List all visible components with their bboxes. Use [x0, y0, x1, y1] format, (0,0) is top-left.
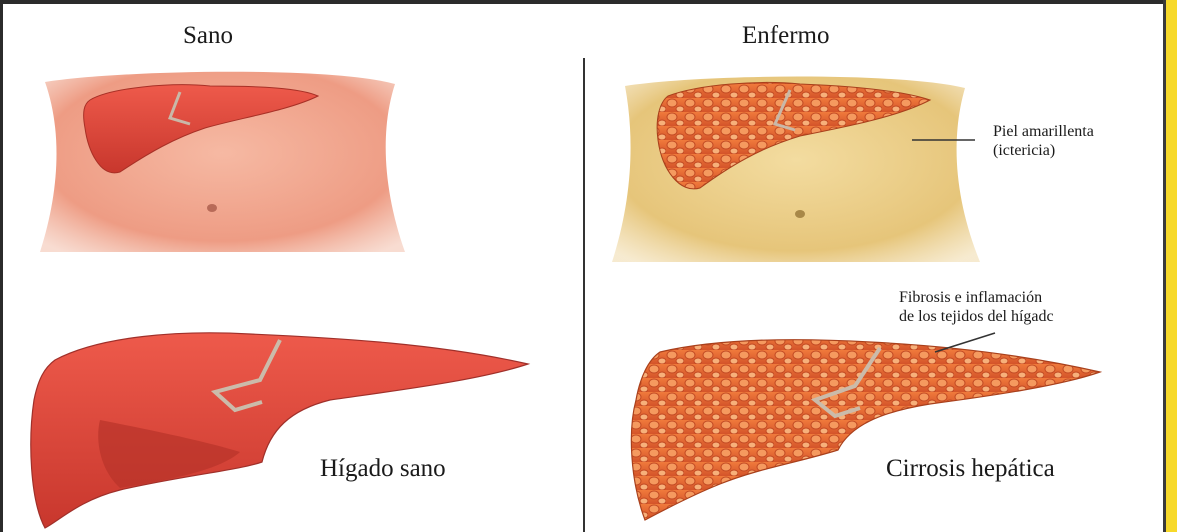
healthy-liver-large: [31, 333, 528, 528]
heading-sick: Enfermo: [742, 22, 829, 50]
annotation-jaundice: Piel amarillenta (ictericia): [993, 122, 1094, 160]
cirrhotic-liver-large: [631, 340, 1100, 520]
navel-icon: [795, 210, 805, 218]
navel-icon: [207, 204, 217, 212]
caption-cirrhosis: Cirrosis hepática: [886, 455, 1055, 483]
annotation-fibrosis: Fibrosis e inflamación de los tejidos de…: [899, 288, 1054, 326]
heading-healthy: Sano: [183, 22, 233, 50]
caption-healthy-liver: Hígado sano: [320, 455, 446, 483]
